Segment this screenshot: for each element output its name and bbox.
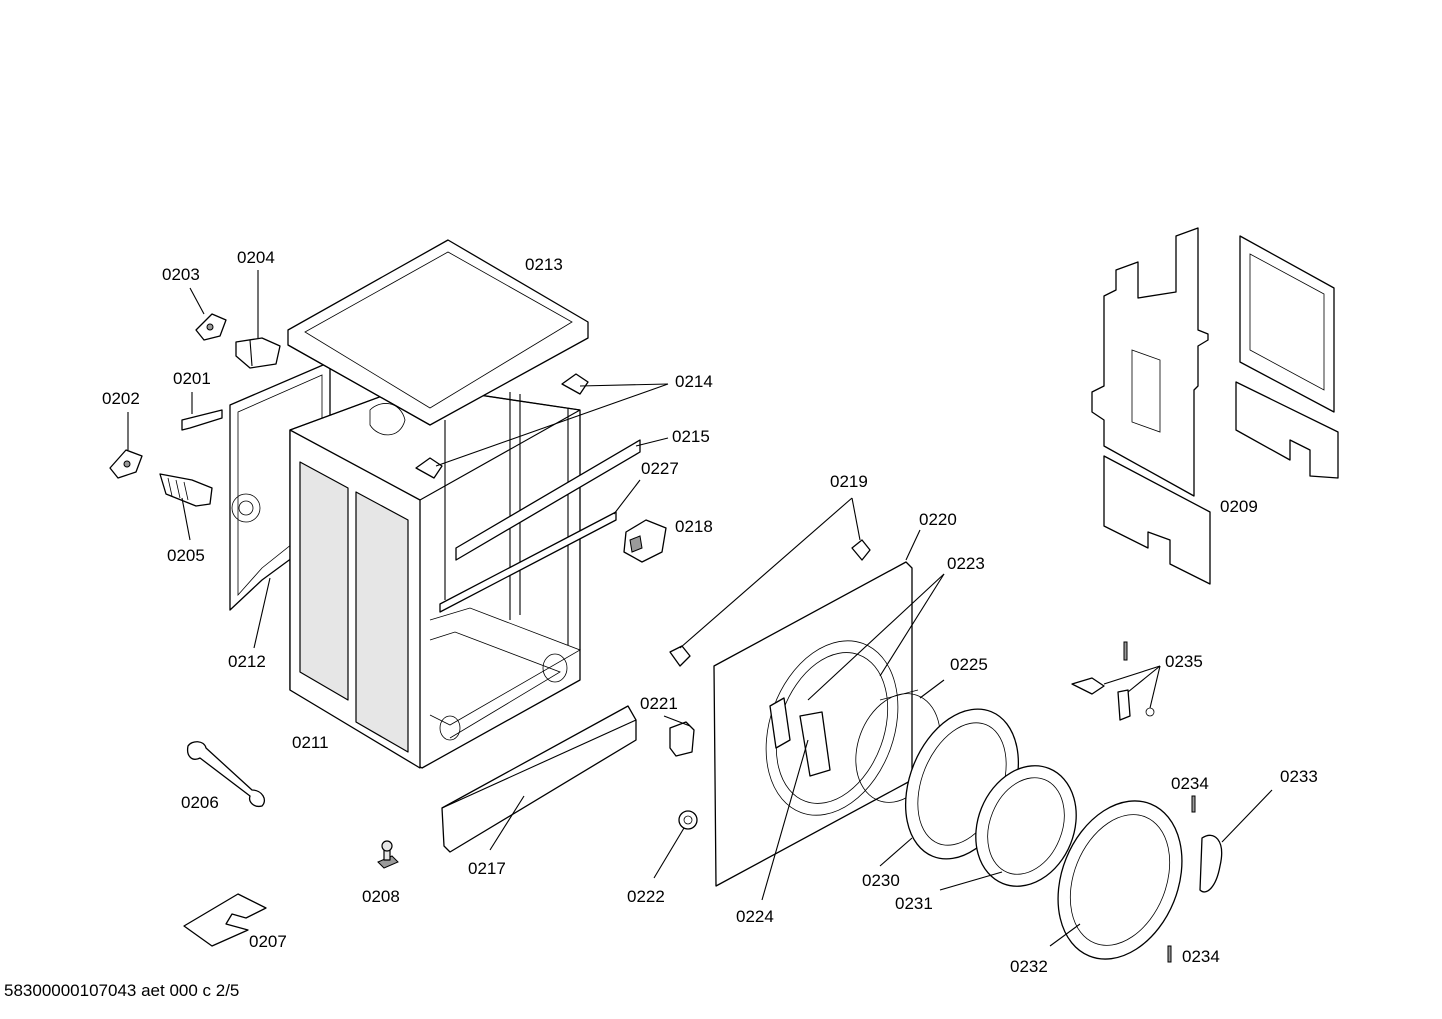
callout-0201: 0201 (173, 369, 211, 388)
part-0227-crossbar (439, 511, 617, 613)
callout-0225: 0225 (950, 655, 988, 674)
part-0231-door-glass (975, 765, 1077, 887)
callout-0209: 0209 (1220, 497, 1258, 516)
callout-0224: 0224 (736, 907, 774, 926)
part-0206-wrench (186, 741, 266, 808)
callout-0221: 0221 (640, 694, 678, 713)
callout-0217: 0217 (468, 859, 506, 878)
part-0211-cabinet-frame (289, 384, 581, 769)
part-0214-holder (415, 373, 589, 479)
part-0222-cap (678, 810, 698, 830)
callout-0233: 0233 (1280, 767, 1318, 786)
callout-0207: 0207 (249, 932, 287, 951)
callout-0234b: 0234 (1182, 947, 1220, 966)
callout-0231: 0231 (895, 894, 933, 913)
part-0213-top-cover (287, 239, 589, 426)
callout-0223: 0223 (947, 554, 985, 573)
callout-0205: 0205 (167, 546, 205, 565)
part-0221-clip (669, 721, 695, 757)
callout-0204: 0204 (237, 248, 275, 267)
part-0201-bracket (181, 409, 223, 431)
callout-0232: 0232 (1010, 957, 1048, 976)
part-0224-hinge (769, 697, 831, 777)
callout-0230: 0230 (862, 871, 900, 890)
callout-0208: 0208 (362, 887, 400, 906)
part-0218-door-lock (623, 519, 667, 563)
callout-0222: 0222 (627, 887, 665, 906)
part-0215-crossbar (455, 439, 641, 561)
callout-0219: 0219 (830, 472, 868, 491)
callout-0212: 0212 (228, 652, 266, 671)
callout-0227: 0227 (641, 459, 679, 478)
callout-0202: 0202 (102, 389, 140, 408)
part-0232-door-outer-ring (1057, 800, 1183, 960)
part-0205-spring-damper (159, 473, 213, 507)
part-0217-kickplate (441, 705, 637, 853)
callout-0211: 0211 (292, 733, 329, 752)
callout-0218: 0218 (675, 517, 713, 536)
part-0219-spring-clip (669, 539, 871, 667)
part-0204-shock-absorber (235, 337, 281, 369)
callout-0213: 0213 (525, 255, 563, 274)
callout-0234a: 0234 (1171, 774, 1209, 793)
callout-0203: 0203 (162, 265, 200, 284)
callout-0214: 0214 (675, 372, 713, 391)
part-0202-hinge-clip (109, 449, 143, 479)
part-0233-door-handle (1199, 834, 1223, 893)
callout-0215: 0215 (672, 427, 710, 446)
part-0207-transport-plate (183, 893, 267, 947)
document-reference: 58300000107043 aet 000 c 2/5 (4, 981, 240, 1000)
callout-0220: 0220 (919, 510, 957, 529)
leader-lines (127, 270, 1273, 947)
part-0208-foot-screw (377, 840, 399, 869)
callout-0206: 0206 (181, 793, 219, 812)
part-0209-insulation-mats (1091, 227, 1339, 585)
callout-0235: 0235 (1165, 652, 1203, 671)
part-0203-hinge-clip (195, 313, 227, 341)
part-0235-catch (1071, 641, 1155, 721)
part-0234-pin (1167, 795, 1196, 963)
